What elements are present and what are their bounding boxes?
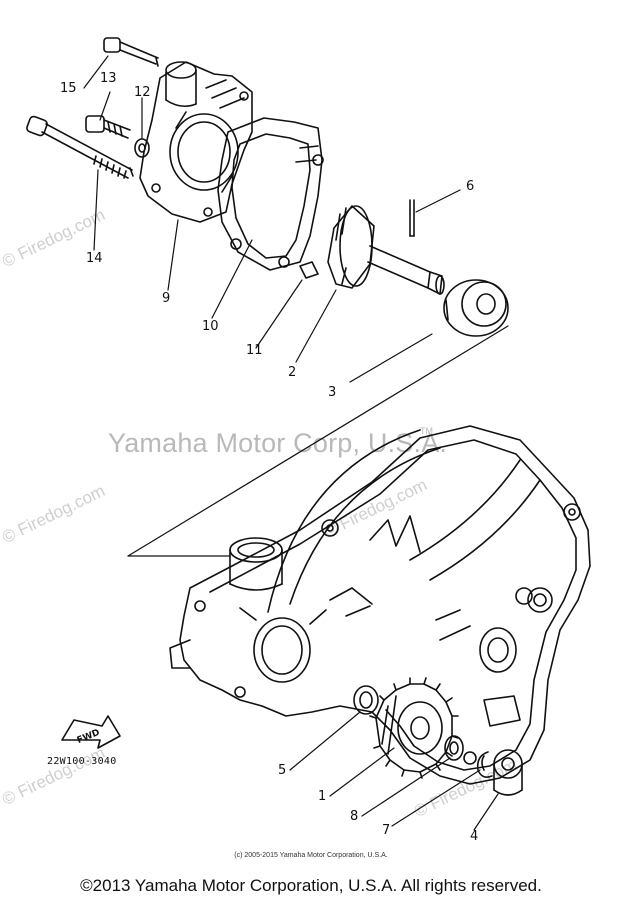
- callout-10: 10: [202, 319, 219, 334]
- callout-5: 5: [278, 763, 287, 778]
- collar-4-icon: [493, 749, 523, 796]
- pump-housing-9-icon: [139, 61, 253, 223]
- bolt-15-icon: [103, 37, 159, 67]
- impeller-shaft-2-icon: [327, 205, 445, 295]
- forward-arrow-icon: [61, 715, 121, 749]
- callout-7: 7: [382, 823, 391, 838]
- callout-15: 15: [60, 81, 77, 96]
- circlip-7-icon: [476, 751, 493, 778]
- gasket-10-icon: [217, 117, 324, 271]
- callout-1: 1: [318, 789, 327, 804]
- pin-6-icon: [409, 199, 415, 237]
- diagram-code: 22W100-3040: [47, 756, 117, 767]
- callout-11: 11: [246, 343, 263, 358]
- dowel-pin-11-icon: [299, 261, 319, 279]
- small-copyright: (c) 2005-2015 Yamaha Motor Corporation, …: [234, 852, 388, 859]
- callout-8: 8: [350, 809, 359, 824]
- callout-14: 14: [86, 251, 103, 266]
- callout-3: 3: [328, 385, 337, 400]
- callout-2: 2: [288, 365, 297, 380]
- bearing-3-icon: [443, 279, 509, 337]
- gear-1-icon: [369, 677, 459, 779]
- crankcase-cover-icon: [169, 425, 591, 785]
- callout-6: 6: [466, 179, 475, 194]
- yamaha-watermark: Yamaha Motor Corp, U.S.A.: [108, 428, 448, 458]
- washer-8-icon: [444, 735, 464, 761]
- callout-13: 13: [100, 71, 117, 86]
- callout-4: 4: [470, 829, 479, 844]
- callout-12: 12: [134, 85, 151, 100]
- oil-seal-5-icon: [353, 685, 379, 715]
- bolt-14-icon: [26, 115, 134, 179]
- footer-copyright: ©2013 Yamaha Motor Corporation, U.S.A. A…: [80, 876, 542, 895]
- callout-9: 9: [162, 291, 171, 306]
- bolt-13-icon: [85, 115, 131, 139]
- trademark-mark: TM: [420, 426, 433, 436]
